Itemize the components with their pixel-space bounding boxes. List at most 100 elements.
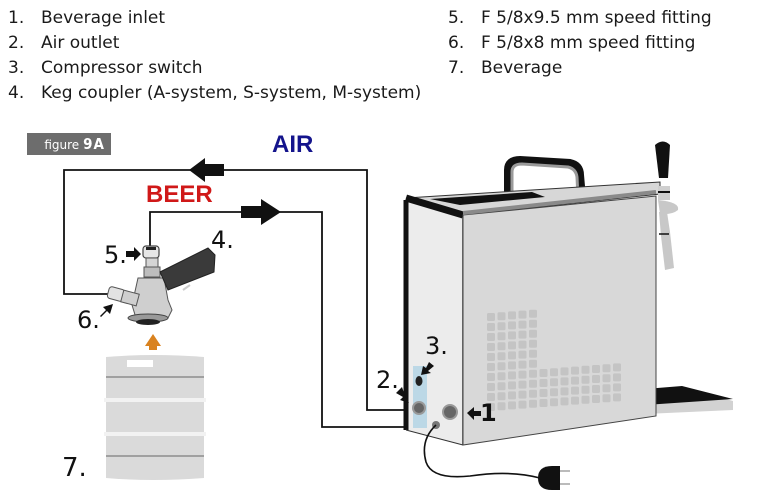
legend-text: Air outlet — [41, 33, 120, 53]
vent-slot — [539, 369, 548, 377]
beer-flow-label: BEER — [146, 181, 213, 208]
vent-slot — [592, 365, 600, 373]
keg-coupler — [106, 245, 216, 325]
legend-item-5: 5. F 5/8x9.5 mm speed fitting — [448, 6, 712, 31]
vent-slot — [497, 382, 506, 391]
vent-slot — [487, 363, 495, 371]
vent-slot — [518, 320, 527, 329]
air-flow-arrow-icon — [189, 158, 224, 182]
vent-slot — [497, 352, 506, 361]
vent-slot — [518, 370, 527, 379]
callout-6: 6. — [77, 306, 100, 334]
vent-slot — [497, 342, 506, 351]
air-flow-label: AIR — [272, 131, 314, 158]
vent-slot — [508, 371, 516, 380]
port-panel — [413, 366, 427, 428]
air-outlet-port — [412, 401, 426, 415]
callout-arrow-6-icon — [100, 304, 113, 317]
legend-number: 3. — [8, 58, 25, 78]
legend-number: 2. — [8, 33, 25, 53]
vent-slot — [560, 387, 569, 396]
vent-slot — [539, 379, 548, 387]
vent-slot — [497, 402, 506, 411]
callout-3: 3. — [425, 332, 448, 360]
legend-right: 5. F 5/8x9.5 mm speed fitting 6. F 5/8x8 m… — [448, 6, 712, 81]
vent-slot — [497, 362, 506, 371]
vent-slot — [508, 321, 516, 330]
vent-slot — [487, 313, 495, 321]
beer-flow-arrow-icon — [241, 199, 281, 225]
vent-slot — [497, 332, 506, 341]
vent-slot — [529, 359, 537, 368]
vent-slot — [529, 379, 537, 388]
vent-slot — [581, 375, 590, 384]
vent-slot — [518, 380, 527, 389]
callout-1: 1 — [480, 399, 497, 427]
vent-slot — [529, 399, 537, 408]
vent-slot — [508, 401, 516, 410]
vent-slot — [571, 366, 579, 375]
legend-number: 5. — [448, 8, 465, 28]
vent-slot — [497, 372, 506, 381]
vent-slot — [529, 369, 537, 378]
legend-text: F 5/8x9.5 mm speed fitting — [481, 8, 712, 28]
vent-slot — [487, 393, 495, 401]
figure-prefix: figure — [44, 138, 80, 152]
legend-text: F 5/8x8 mm speed fitting — [481, 33, 696, 53]
vent-slot — [508, 311, 516, 320]
vent-slot — [508, 341, 516, 350]
vent-slot — [497, 312, 506, 321]
legend-item-2: 2. Air outlet — [8, 31, 421, 56]
vent-slot — [560, 377, 569, 386]
vent-slot — [529, 329, 537, 338]
vent-slot — [581, 385, 590, 394]
vent-slot — [581, 395, 590, 404]
vent-slot — [529, 319, 537, 328]
legend-item-1: 1. Beverage inlet — [8, 6, 421, 31]
vent-slot — [550, 378, 558, 387]
callout-arrow-3-icon — [421, 362, 434, 375]
legend-text: Beverage inlet — [41, 8, 166, 28]
vent-slot — [592, 375, 600, 383]
vent-slot — [602, 394, 611, 403]
legend-number: 6. — [448, 33, 465, 53]
vent-slot — [602, 384, 611, 393]
vent-slot — [518, 360, 527, 369]
vent-slot — [529, 339, 537, 348]
callout-4: 4. — [211, 226, 234, 254]
legend-text: Compressor switch — [41, 58, 203, 78]
callout-arrow-1-icon — [467, 407, 481, 420]
legend-item-4: 4. Keg coupler (A-system, S-system, M-sys… — [8, 81, 421, 106]
vent-slot — [508, 361, 516, 370]
vent-slot — [529, 309, 537, 318]
legend-number: 1. — [8, 8, 25, 28]
vent-slot — [539, 389, 548, 397]
vent-slot — [571, 386, 579, 395]
vent-slot — [581, 365, 590, 374]
vent-slot — [571, 396, 579, 405]
keg-icon — [104, 355, 206, 480]
compressor-switch[interactable] — [415, 376, 423, 386]
keg-to-coupler-arrow-icon — [145, 334, 161, 350]
legend-item-6: 6. F 5/8x8 mm speed fitting — [448, 31, 712, 56]
vent-slot — [487, 403, 495, 411]
vent-slot — [518, 310, 527, 319]
vent-slot — [613, 363, 621, 372]
vent-slot — [518, 340, 527, 349]
callout-arrow-5-icon — [126, 247, 141, 261]
vent-slot — [602, 374, 611, 383]
legend-number: 4. — [8, 83, 25, 103]
vent-slot — [487, 383, 495, 391]
vent-slot — [518, 390, 527, 399]
vent-slot — [613, 373, 621, 382]
vent-slot — [560, 397, 569, 406]
legend-text: Keg coupler (A-system, S-system, M-syste… — [41, 83, 422, 103]
vent-slot — [518, 330, 527, 339]
vent-slot — [602, 364, 611, 373]
vent-slot — [592, 385, 600, 393]
legend-left: 1. Beverage inlet 2. Air outlet 3. Compress… — [8, 6, 421, 106]
vent-slot — [550, 398, 558, 407]
legend-number: 7. — [448, 58, 465, 78]
vent-slot — [560, 367, 569, 376]
vent-slot — [487, 323, 495, 331]
